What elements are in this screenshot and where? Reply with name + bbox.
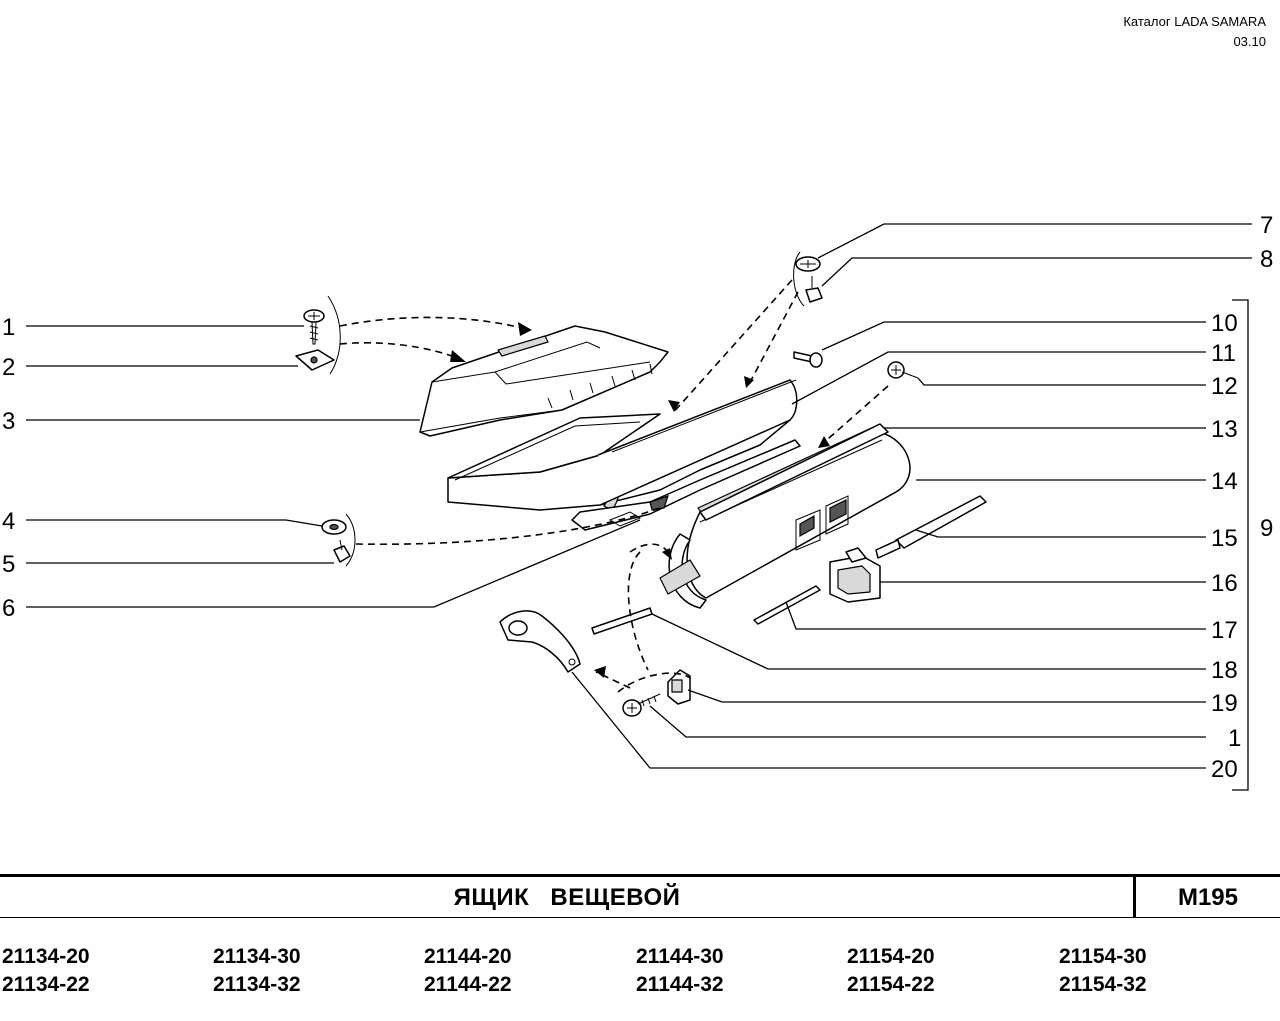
part-5-nut (333, 539, 351, 563)
catalog-header: Каталог LADA SAMARA (1123, 14, 1266, 29)
callout-10: 10 (1211, 310, 1238, 337)
part-4-washer (321, 519, 347, 535)
model-code: 21134-32 (213, 973, 301, 996)
callout-12: 12 (1211, 373, 1238, 400)
model-code: 21144-20 (424, 945, 512, 968)
callout-3: 3 (2, 408, 15, 435)
part-13-seal-strip (699, 423, 889, 521)
part-16-lock-handle (829, 547, 881, 603)
callout-6: 6 (2, 595, 15, 622)
part-19-clip (667, 669, 691, 705)
part-1-screw-top (303, 309, 325, 345)
model-code: 21154-32 (1059, 973, 1147, 996)
section-code: М195 (1177, 884, 1239, 911)
model-code: 21144-32 (636, 973, 724, 996)
callout-2: 2 (2, 354, 15, 381)
callout-numbers-right: 7 8 10 11 12 13 14 15 16 17 18 19 1 20 9 (1211, 212, 1273, 783)
part-7-washer (795, 256, 821, 272)
callout-19: 19 (1211, 690, 1238, 717)
callout-5: 5 (2, 551, 15, 578)
callout-8: 8 (1260, 246, 1273, 273)
part-3-upper-cover (419, 325, 669, 437)
page-title: ЯЩИК ВЕЩЕВОЙ (453, 884, 681, 911)
assembly-dash-lines (327, 251, 889, 693)
part-20-bracket (499, 610, 581, 673)
title-divider (1133, 877, 1136, 918)
part-18-hinge-axle (591, 607, 653, 635)
right-leader-lines (571, 223, 1252, 769)
left-leader-lines (26, 325, 641, 608)
model-code: 21134-20 (2, 945, 90, 968)
model-code: 21154-22 (847, 973, 935, 996)
model-code: 21134-30 (213, 945, 301, 968)
callout-numbers-left: 1 2 3 4 5 6 (2, 314, 15, 622)
part-10-pin-clip (793, 351, 823, 368)
model-code: 21154-20 (847, 945, 935, 968)
part-12-screw (887, 361, 919, 379)
callout-11: 11 (1211, 340, 1236, 367)
part-15-lock-rod (875, 495, 987, 559)
arrow-heads (450, 322, 830, 678)
part-8-nut (805, 276, 823, 303)
part-1-screw-bottom (622, 693, 661, 717)
callout-7: 7 (1260, 212, 1273, 239)
model-code: 21144-30 (636, 945, 724, 968)
callout-15: 15 (1211, 525, 1238, 552)
callout-1-bottom: 1 (1228, 725, 1241, 752)
callout-18: 18 (1211, 657, 1238, 684)
title-bar: ЯЩИК ВЕЩЕВОЙ М195 (0, 874, 1280, 918)
part-2-speed-nut (295, 349, 335, 371)
model-code: 21144-22 (424, 973, 512, 996)
model-code: 21134-22 (2, 973, 90, 996)
model-code: 21154-30 (1059, 945, 1147, 968)
callout-9: 9 (1260, 515, 1273, 542)
exploded-parts-diagram: 1 2 3 4 5 6 7 8 10 11 12 13 14 15 16 17 … (2, 212, 1273, 791)
callout-16: 16 (1211, 570, 1238, 597)
part-11-tray (447, 379, 801, 531)
group-9-bracket (1232, 299, 1249, 791)
callout-20: 20 (1211, 756, 1238, 783)
callout-4: 4 (2, 508, 15, 535)
catalog-date: 03.10 (1233, 34, 1266, 49)
callout-1: 1 (2, 314, 15, 341)
callout-13: 13 (1211, 416, 1238, 443)
callout-14: 14 (1211, 468, 1238, 495)
callout-17: 17 (1211, 617, 1238, 644)
